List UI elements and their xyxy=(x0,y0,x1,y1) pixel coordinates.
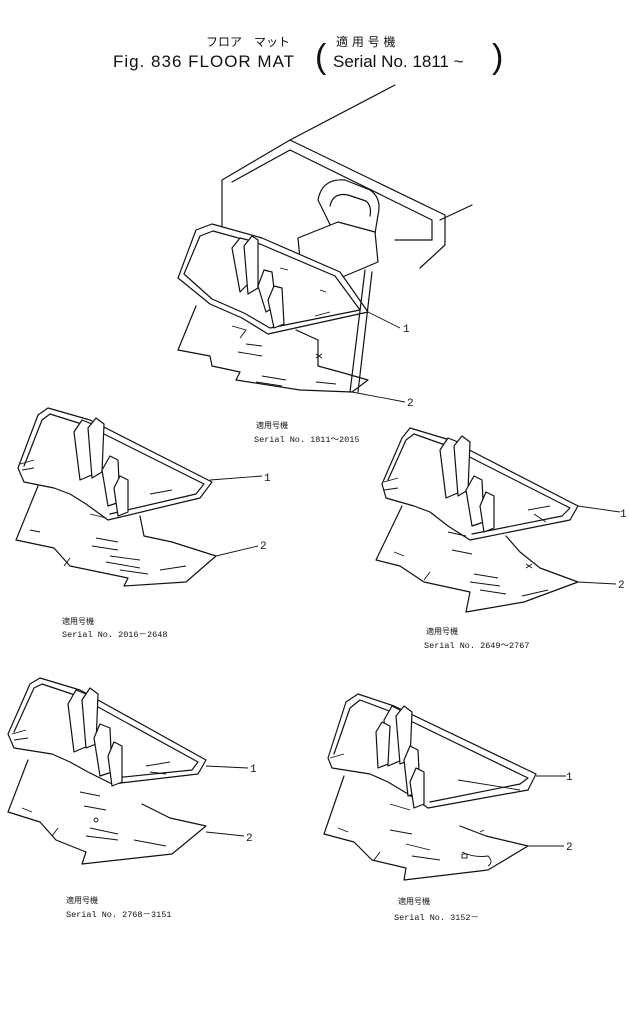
cab-roof-line xyxy=(289,84,396,141)
serial-range: Serial No. 2649～2767 xyxy=(424,641,529,651)
applies-label: 適用号機 xyxy=(62,616,94,626)
figure-header: フロア マット Fig. 836 FLOOR MAT ( 適 用 号 機 Ser… xyxy=(113,34,503,76)
serial-range: Serial No. 2016－2648 xyxy=(62,630,167,640)
applies-label: 適用号機 xyxy=(426,626,458,636)
callout-2: 2 xyxy=(407,398,414,410)
applicability-japanese: 適 用 号 機 xyxy=(336,34,395,49)
floor-mat-2 xyxy=(375,505,579,613)
callout-2: 2 xyxy=(246,833,253,845)
view-serial-3152: 1 2 適用号機 Serial No. 3152－ xyxy=(323,693,573,923)
cab-pillar xyxy=(349,269,373,393)
floor-mat-2 xyxy=(15,485,217,587)
floor-mat-2 xyxy=(323,775,529,881)
applies-label: 適用号機 xyxy=(398,896,430,906)
view-serial-2768: 1 2 適用号機 Serial No. 2768－3151 xyxy=(7,677,257,920)
figure-title: Fig. 836 FLOOR MAT xyxy=(113,52,295,71)
title-japanese: フロア マット xyxy=(206,35,290,49)
serial-range: Serial No. 1811～2015 xyxy=(254,435,359,445)
view-serial-2649: 1 2 適用号機 Serial No. 2649～2767 xyxy=(375,427,627,651)
callout-2: 2 xyxy=(566,842,573,854)
applies-label: 適用号機 xyxy=(66,895,98,905)
callout-1: 1 xyxy=(403,324,410,336)
callout-1: 1 xyxy=(620,509,627,521)
callout-2: 2 xyxy=(618,580,625,592)
header-serial: Serial No. 1811 ~ xyxy=(333,52,464,71)
serial-range: Serial No. 2768－3151 xyxy=(66,910,171,920)
cab-outline xyxy=(221,139,446,269)
view-serial-2016: 1 2 適用号機 Serial No. 2016－2648 xyxy=(15,407,271,640)
floor-mat-2 xyxy=(7,759,207,865)
serial-range: Serial No. 3152－ xyxy=(394,913,479,923)
callout-1: 1 xyxy=(566,772,573,784)
callout-2: 2 xyxy=(260,541,267,553)
callout-1: 1 xyxy=(264,473,271,485)
close-paren: ) xyxy=(492,38,503,76)
floor-plate-1 xyxy=(327,693,537,809)
callout-1: 1 xyxy=(250,764,257,776)
floor-mat-2 xyxy=(177,305,369,393)
open-paren: ( xyxy=(315,38,327,76)
view-main: 1 2 適用号機 Serial No. 1811～2015 xyxy=(177,84,473,445)
applies-label: 適用号機 xyxy=(256,420,288,430)
